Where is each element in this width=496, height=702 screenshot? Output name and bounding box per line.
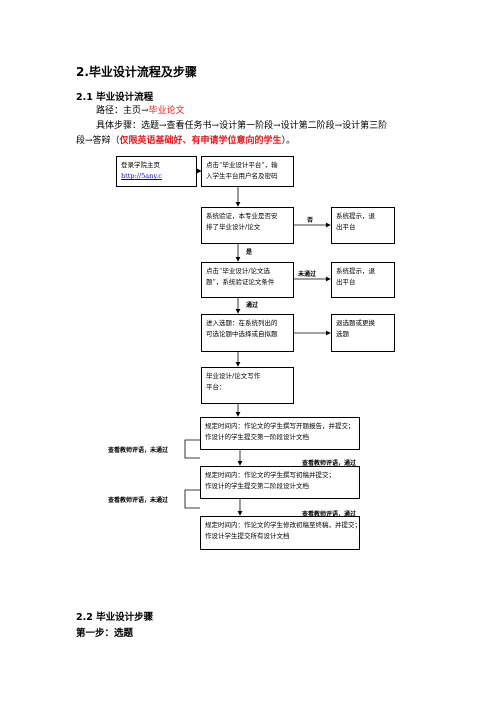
exit-1-line-2: 出平台 [336, 223, 356, 231]
steps-line-2-suffix: ）。 [281, 136, 296, 146]
verify-line-1: 系统验证，本专业是否安 [206, 212, 278, 220]
path-prefix: 路径：主页→ [96, 106, 149, 116]
select-topic-box: 进入选题：在系统列出的 可选论题中选择或自拟题 [201, 314, 294, 352]
login-label: 登录学院主页 [121, 161, 160, 169]
stage2-line-2: 作设计的学生提交第二阶段设计文档 [205, 482, 309, 490]
homepage-link[interactable]: http://5any.c [121, 172, 162, 180]
stage2-box: 规定时间内：作论文的学生撰写初稿并提交； 作设计的学生提交第二阶段设计文档 [200, 466, 360, 499]
steps-line-2-note: 仅限英语基础好、有申请学位意向的学生 [119, 136, 282, 146]
reselect-box: 退选题或更换 选题 [331, 314, 395, 352]
click-platform-box: 点击“毕业设计平台”，输 入学生平台用户名及密码 [201, 156, 294, 187]
stage1-line-2: 作设计的学生提交第一阶段设计文档 [205, 433, 309, 441]
steps-line-2-prefix: 段→答辩（ [76, 136, 120, 146]
pass-label: 通过 [246, 302, 259, 309]
path-line: 路径：主页→毕业论文 [96, 103, 185, 116]
stage1-box: 规定时间内：作论文的学生撰写开题报告，并提交； 作设计的学生提交第一阶段设计文档 [200, 417, 360, 450]
stage3-line-1: 规定时间内：作论文的学生修改初稿至终稿，并提交； [205, 521, 361, 529]
stage1-line-1: 规定时间内：作论文的学生撰写开题报告，并提交； [205, 422, 355, 430]
condition-line-1: 点击“毕业设计/论文选 [206, 267, 271, 275]
verify-line-2: 排了毕业设计/论文 [206, 223, 261, 231]
select-line-2: 可选论题中选择或自拟题 [206, 330, 278, 338]
login-box: 登录学院主页 http://5any.c [116, 156, 197, 187]
condition-box: 点击“毕业设计/论文选 题”，系统验证论文条件 [201, 262, 294, 298]
reselect-line-2: 选题 [336, 330, 349, 338]
exit-box-1: 系统提示，退 出平台 [331, 207, 395, 244]
steps-line-1: 具体步骤：选题→查看任务书→设计第一阶段→设计第二阶段→设计第三阶 [96, 121, 388, 131]
steps-line-2: 段→答辩（仅限英语基础好、有申请学位意向的学生）。 [76, 133, 295, 146]
subsection-title-flow: 2.1 毕业设计流程 [76, 92, 154, 103]
review-fail-label-1: 查看教师评语，未通过 [108, 447, 169, 454]
stage3-line-2: 作设计学生提交所有设计文档 [205, 532, 290, 540]
review-pass-label-2: 查看教师评语，通过 [302, 511, 357, 518]
login-link[interactable]: http://5any.c [121, 171, 192, 182]
condition-line-2: 题”，系统验证论文条件 [206, 278, 275, 286]
click-platform-line-1: 点击“毕业设计平台”，输 [206, 161, 278, 169]
stage3-box: 规定时间内：作论文的学生修改初稿至终稿，并提交； 作设计学生提交所有设计文档 [200, 516, 361, 550]
not-pass-label: 未通过 [298, 271, 317, 278]
writing-line-1: 毕业设计/论文写作 [206, 372, 261, 380]
path-link[interactable]: 毕业论文 [148, 106, 185, 116]
writing-line-2: 平台： [206, 383, 226, 391]
step-one-heading: 第一步：选题 [76, 628, 134, 639]
reselect-line-1: 退选题或更换 [336, 319, 375, 327]
stage2-line-1: 规定时间内：作论文的学生撰写初稿并提交； [205, 471, 335, 479]
subsection-title-steps: 2.2 毕业设计步骤 [76, 612, 154, 623]
exit-2-line-2: 出平台 [336, 278, 356, 286]
exit-box-2: 系统提示，退 出平台 [331, 262, 395, 298]
review-fail-label-2: 查看教师评语，未通过 [108, 497, 169, 504]
writing-platform-box: 毕业设计/论文写作 平台： [201, 367, 294, 404]
no-label: 否 [307, 217, 314, 224]
review-pass-label-1: 查看教师评语，通过 [302, 460, 357, 467]
verify-box: 系统验证，本专业是否安 排了毕业设计/论文 [201, 207, 294, 244]
exit-1-line-1: 系统提示，退 [336, 212, 375, 220]
click-platform-line-2: 入学生平台用户名及密码 [206, 172, 278, 180]
select-line-1: 进入选题：在系统列出的 [206, 319, 278, 327]
yes-label: 是 [246, 249, 253, 256]
section-title: 2.毕业设计流程及步骤 [76, 65, 197, 79]
exit-2-line-1: 系统提示，退 [336, 267, 375, 275]
